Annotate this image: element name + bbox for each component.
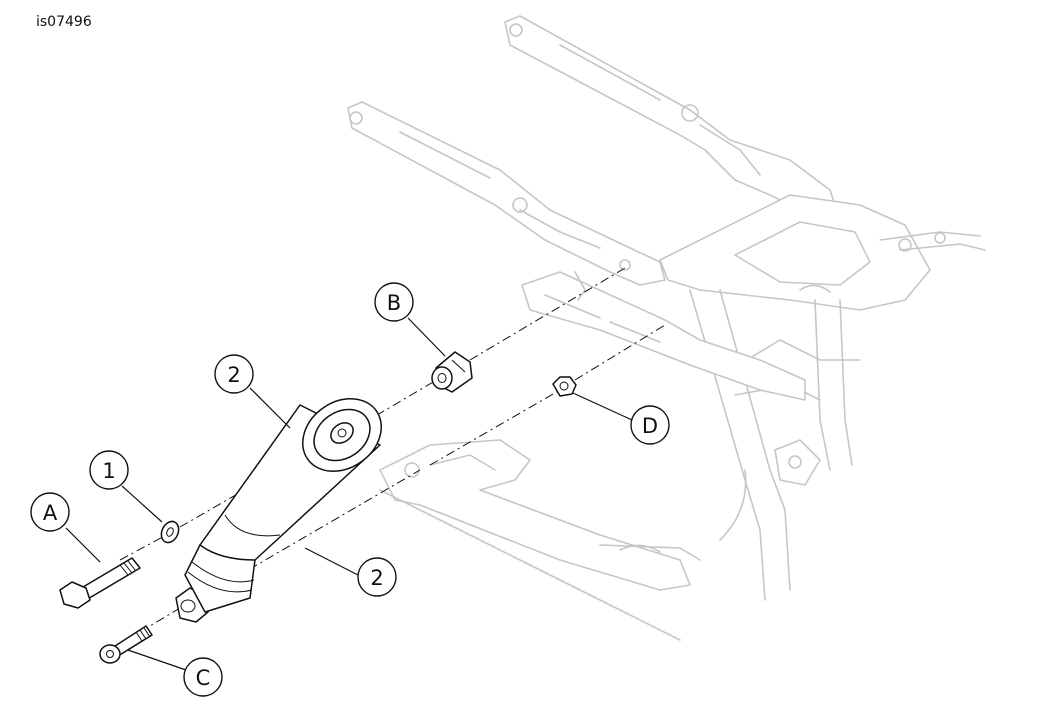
assembly-axis-lines bbox=[119, 267, 666, 633]
frame-downtube-2 bbox=[814, 299, 853, 471]
callout-c-label: C bbox=[196, 666, 211, 690]
swingarm-upper-slot bbox=[544, 271, 661, 343]
nut-d-hex bbox=[552, 376, 577, 397]
callout-a: A bbox=[30, 492, 70, 532]
callout-2-upper: 2 bbox=[214, 354, 254, 394]
callout-2-lower: 2 bbox=[357, 557, 397, 597]
shock-upper-bore bbox=[337, 428, 347, 438]
rear-shock-absorber bbox=[175, 398, 383, 623]
frame-lower-bracket bbox=[774, 439, 821, 486]
lower-bracket-hole bbox=[788, 455, 802, 469]
callout-c-circle bbox=[183, 657, 223, 697]
lower-bolt-c bbox=[99, 625, 153, 664]
callout-c: C bbox=[183, 657, 223, 697]
crossmember-detail bbox=[799, 231, 986, 293]
crossmember-opening bbox=[734, 221, 871, 286]
leader-a bbox=[65, 527, 101, 563]
upper-frame-rail-boss bbox=[681, 104, 699, 122]
shock-collar-ring bbox=[187, 561, 255, 593]
frame-crossmember bbox=[659, 194, 931, 311]
upper-frame-rail-rear-slot bbox=[559, 44, 761, 176]
swingarm-lower-detail bbox=[429, 454, 701, 561]
lower-assembly-axis bbox=[139, 324, 666, 633]
callout-2-lower-label: 2 bbox=[370, 566, 383, 590]
callout-1: 1 bbox=[89, 450, 129, 490]
frame-downtube bbox=[689, 289, 791, 601]
swingarm-lower bbox=[379, 439, 691, 591]
bolt-c-socket bbox=[106, 650, 114, 658]
callout-d-label: D bbox=[642, 414, 658, 438]
lower-shock-mount-hole bbox=[404, 462, 420, 478]
callout-a-circle bbox=[30, 492, 70, 532]
callout-leaders bbox=[65, 317, 633, 671]
callout-b: B bbox=[374, 282, 414, 322]
upper-frame-rail-front bbox=[347, 101, 666, 286]
upper-frame-rail-rear bbox=[504, 15, 836, 213]
callout-b-label: B bbox=[387, 291, 401, 315]
callout-1-label: 1 bbox=[102, 459, 115, 483]
washer-outer bbox=[160, 520, 180, 544]
leader-b bbox=[407, 317, 446, 357]
swingarm-upper bbox=[521, 271, 806, 401]
callout-a-label: A bbox=[43, 501, 58, 525]
bushing-b-ridge bbox=[451, 359, 466, 373]
leader-2-upper bbox=[249, 387, 291, 429]
leader-c bbox=[127, 649, 187, 671]
callout-2-lower-circle bbox=[357, 557, 397, 597]
crossmember-bolt bbox=[898, 238, 912, 252]
callout-d: D bbox=[630, 405, 670, 445]
upper-frame-rail-front-slot bbox=[399, 131, 601, 249]
swingarm-curve bbox=[379, 469, 747, 641]
callout-d-circle bbox=[630, 405, 670, 445]
bushing-b-face bbox=[431, 366, 453, 390]
callout-2-upper-label: 2 bbox=[227, 363, 240, 387]
leader-d bbox=[572, 392, 633, 421]
upper-shock-mount-hole bbox=[619, 259, 631, 271]
shock-body-edge bbox=[224, 514, 281, 537]
bolt-c-thread bbox=[135, 627, 151, 642]
shock-lower-eye-bore bbox=[180, 599, 196, 613]
leader-1 bbox=[121, 485, 163, 523]
bolt-a-head bbox=[59, 581, 91, 609]
upper-bolt-a bbox=[59, 557, 141, 609]
nut-d-bore bbox=[559, 381, 569, 391]
callout-2-upper-circle bbox=[214, 354, 254, 394]
callout-1-circle bbox=[89, 450, 129, 490]
callout-b-circle bbox=[374, 282, 414, 322]
bolt-c-head bbox=[99, 644, 121, 664]
ghosted-frame bbox=[347, 15, 986, 641]
washer-1 bbox=[160, 520, 180, 544]
bushing-b-bore bbox=[437, 373, 447, 383]
figure-id: is07496 bbox=[36, 14, 92, 30]
crossmember-bolt-2 bbox=[934, 232, 946, 244]
bushing-b bbox=[431, 351, 473, 393]
bolt-a-thread bbox=[119, 560, 137, 576]
upper-frame-rail-front-hole bbox=[349, 111, 363, 125]
upper-frame-rail-front-boss bbox=[512, 197, 528, 213]
upper-frame-rail-hole bbox=[509, 23, 523, 37]
leader-2-lower bbox=[304, 547, 359, 576]
shock-upper-bushing bbox=[330, 422, 354, 444]
washer-hole bbox=[166, 527, 174, 537]
nut-d bbox=[552, 376, 577, 397]
